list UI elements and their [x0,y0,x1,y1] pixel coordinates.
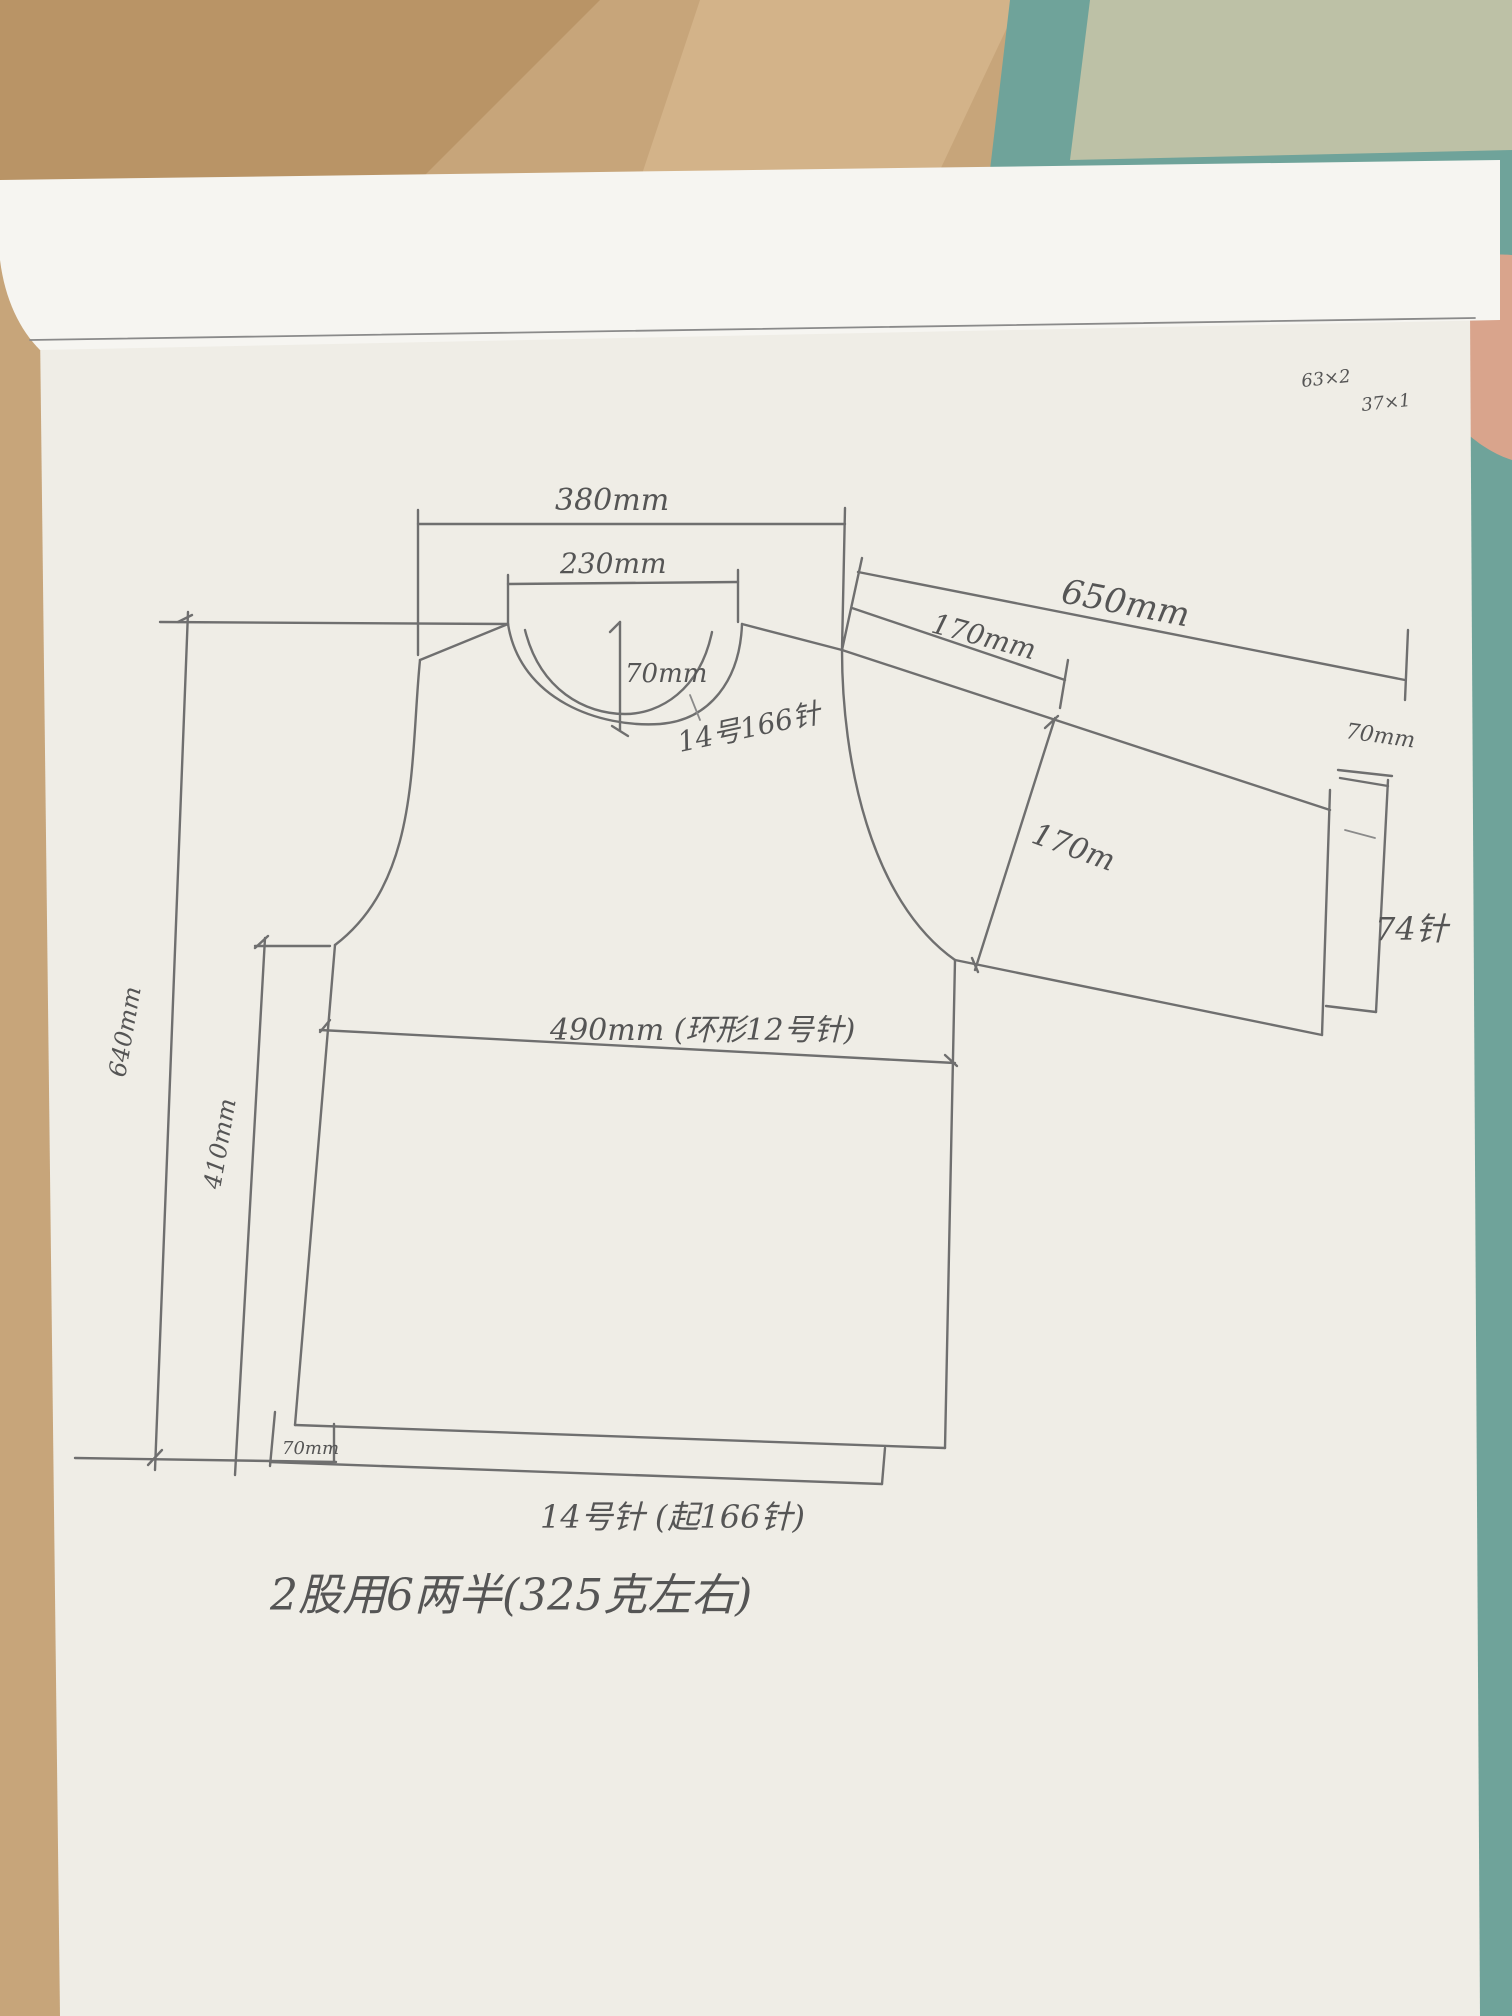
sleeve-width-arrow [1043,714,1060,730]
chest-width-label: 490mm (环形12号针) [549,1013,855,1048]
neck-depth-arrow-top [608,620,622,634]
neckline-outer [506,622,744,726]
total-length-line [153,610,190,1472]
sleeve-bottom-edge [953,958,1324,1037]
sleeve-length-line [856,570,1407,682]
hem-bottom [268,1460,884,1486]
sleeve-length-tick [1403,628,1410,702]
total-length-arrow [146,1448,164,1467]
yarn-note: 2股用6两半(325克左右) [269,1570,752,1621]
body-length-arrow [253,934,270,950]
chest-width-arrow [943,1053,959,1068]
shoulder-width-tick [840,506,847,652]
shoulder-width-label: 380mm [555,483,669,518]
hem-height-label: 70mm [282,1438,339,1459]
sleeve-cap-curve [840,648,957,962]
body-bottom [293,1423,947,1450]
corner-note-line2: 37×1 [1360,390,1411,416]
hem-height-line [268,1410,277,1468]
total-length-top-line [158,620,510,626]
body-left-side [293,943,337,1427]
neck-width-label: 230mm [559,547,667,580]
paper-sheet [40,310,1480,2016]
left-armhole [333,658,422,947]
floor-plank-shade [640,0,1020,180]
neck-depth-arrow-bot [610,724,630,738]
hem-needles-label: 14号针 (起166针) [540,1498,805,1536]
cuff-mark [1344,829,1376,839]
paper-curl [0,160,1500,350]
hem-right [880,1446,887,1486]
cuff-stitches-label: 74针 [1375,910,1451,948]
sleeve-cap-line [850,606,1067,682]
chest-width-arrow [318,1018,332,1034]
total-length-arrow [176,613,194,624]
left-shoulder [418,622,510,662]
neck-needles-leader [689,694,701,721]
cuff-right [1374,778,1390,1014]
cuff-bottom [1324,1004,1378,1014]
neck-depth-label: 70mm [625,659,707,689]
corner-note-line1: 63×2 [1300,366,1351,392]
chest-width-line [318,1028,957,1065]
sleeve-length-tick [840,556,864,652]
bottom-reference-line [73,1456,338,1464]
sleeve-top-edge [840,648,1332,812]
paper-curl-shadow [29,317,1476,341]
right-shoulder [740,622,844,652]
neckline-inner [523,628,714,716]
body-right-side [943,958,957,1450]
rug-pattern [1070,0,1512,160]
sleeve-end-edge [1320,788,1332,1037]
cuff-length-line [1336,768,1394,778]
neck-width-line [506,580,740,586]
body-length-line [233,936,267,1477]
sleeve-cap-tick [1058,658,1070,710]
sleeve-width-line [973,716,1057,972]
cuff-top [1338,776,1390,788]
sleeve-width-arrow [970,956,980,974]
